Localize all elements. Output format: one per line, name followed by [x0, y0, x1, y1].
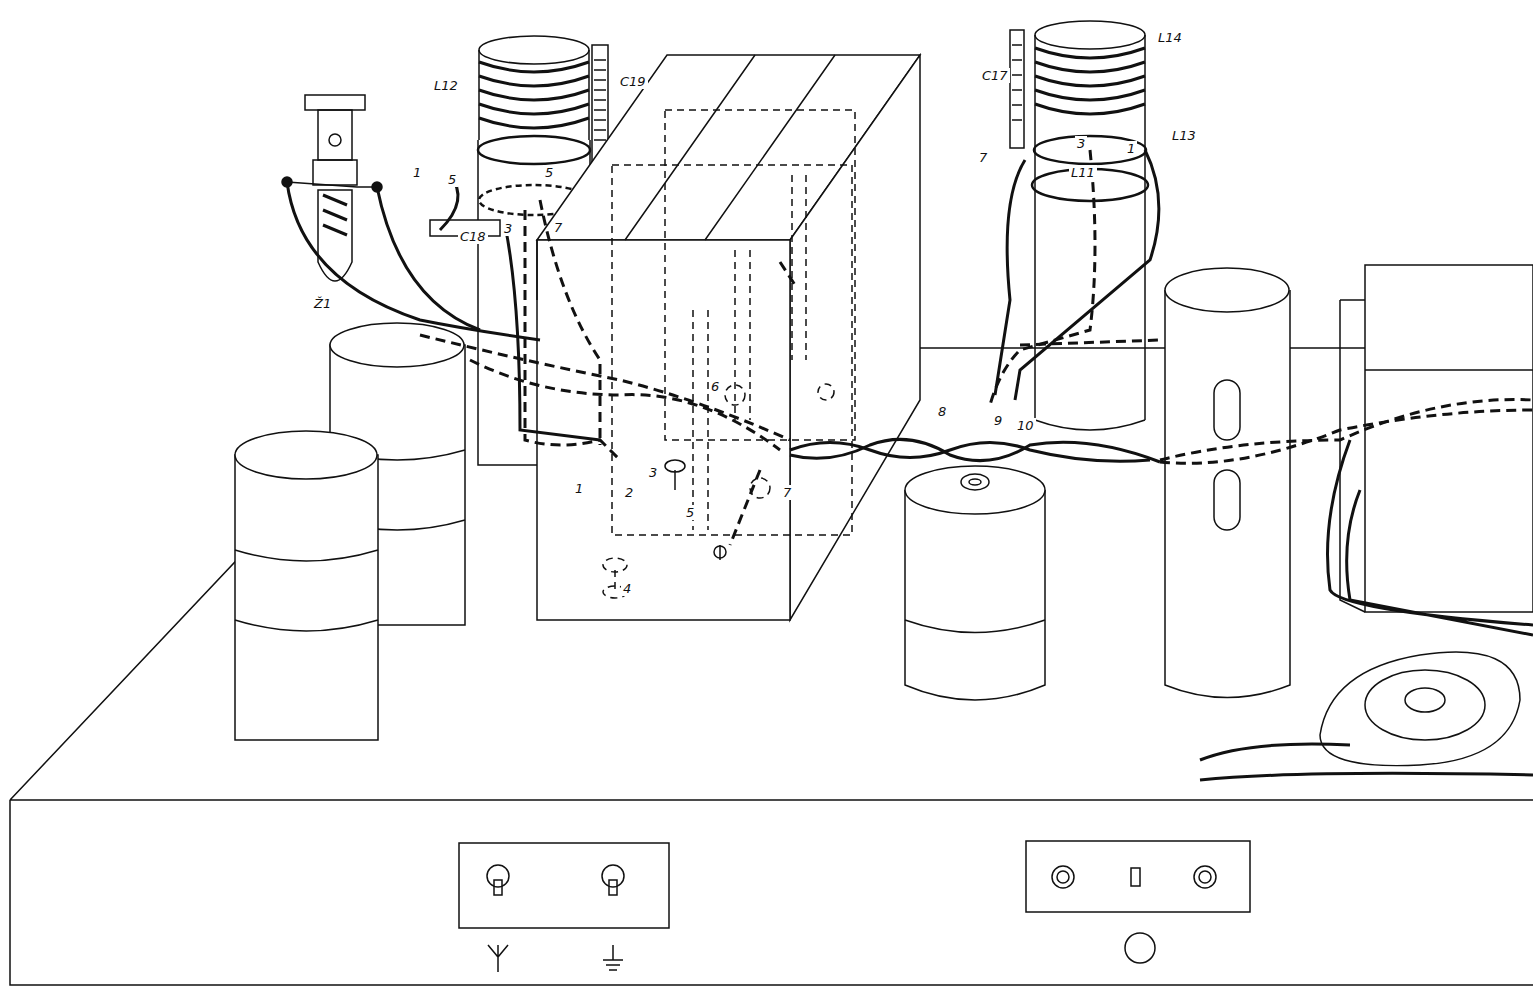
callout-label: L13: [1170, 128, 1198, 143]
callout-label: C18: [458, 229, 488, 244]
callout-label: 3: [1075, 136, 1087, 151]
callout-label: 10: [1015, 418, 1036, 433]
callout-label: 1: [573, 481, 585, 496]
callout-label: 5: [543, 165, 555, 180]
callout-label: 1: [411, 165, 423, 180]
callout-label: 7: [977, 150, 989, 165]
callout-label: 7: [552, 220, 564, 235]
callout-label: 7: [781, 485, 793, 500]
callout-label: 6: [709, 379, 721, 394]
antenna-symbol: [488, 945, 508, 972]
callout-label: 8: [936, 404, 948, 419]
callout-label: 3: [502, 221, 514, 236]
callout-label: C19: [618, 74, 648, 89]
callout-label: 5: [446, 172, 458, 187]
callout-label: 2: [623, 485, 635, 500]
callout-label: 4: [621, 581, 633, 596]
callout-label: 1: [1125, 141, 1137, 156]
callout-label: L14: [1156, 30, 1184, 45]
earth-symbol: [603, 945, 623, 970]
callout-label: L12: [432, 78, 460, 93]
callout-label: L11: [1069, 165, 1097, 180]
callout-label: 9: [992, 413, 1004, 428]
callout-label: 5: [684, 505, 696, 520]
callout-label: C17: [980, 68, 1010, 83]
callout-label: 3: [647, 465, 659, 480]
callout-label: Ž1: [312, 296, 333, 311]
